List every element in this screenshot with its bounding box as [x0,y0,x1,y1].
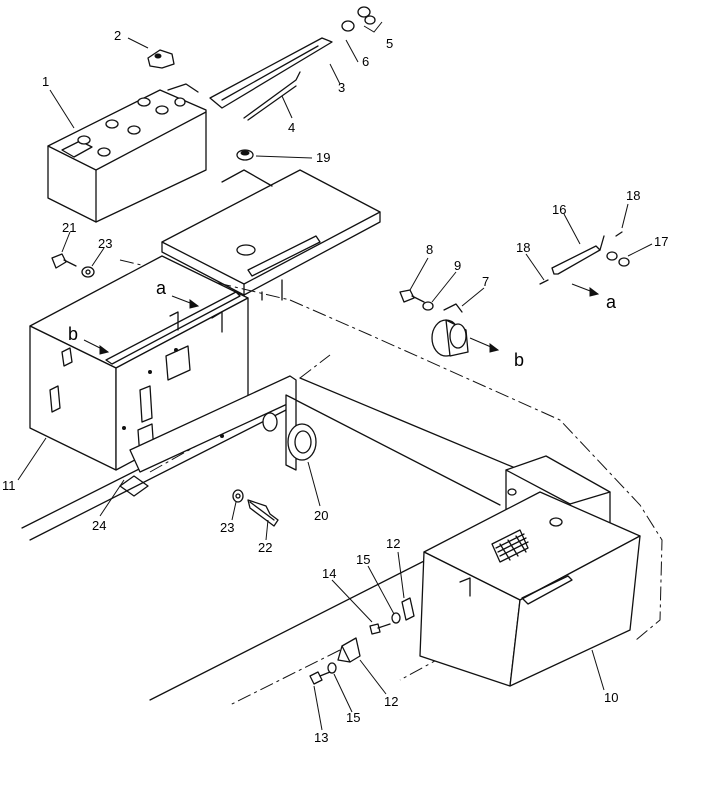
terminal-clamp [147,49,175,69]
battery-relay [431,303,469,357]
label-part-4: 4 [288,120,295,135]
label-part-12-lower: 12 [384,694,398,709]
hold-down-bar [209,37,333,109]
label-part-9: 9 [454,258,461,273]
bolt-22 [247,499,279,527]
grommet-20 [287,423,317,461]
label-part-13: 13 [314,730,328,745]
label-part-23-upper: 23 [98,236,112,251]
label-part-19: 19 [316,150,330,165]
washer-23-lower [232,489,244,503]
label-part-10: 10 [604,690,618,705]
label-part-14: 14 [322,566,336,581]
nut-washer-5-6 [341,6,383,33]
bracket-12-upper [401,597,415,621]
label-part-12-upper: 12 [386,536,400,551]
label-ref-a-left: a [156,278,167,298]
part-labels: 1 2 3 4 5 6 7 8 9 10 11 12 12 13 14 15 1… [2,28,668,745]
label-part-17: 17 [654,234,668,249]
label-part-23-lower: 23 [220,520,234,535]
bolt-14 [369,623,391,635]
hook-bolt [243,71,301,121]
label-part-21: 21 [62,220,76,235]
label-part-20: 20 [314,508,328,523]
reference-arrows [83,283,600,355]
label-part-8: 8 [426,242,433,257]
label-ref-a-right: a [606,292,617,312]
label-part-24: 24 [92,518,106,533]
label-ref-b-left: b [68,324,78,344]
nut-17 [606,251,630,267]
bolt-21 [51,253,77,269]
label-part-22: 22 [258,540,272,555]
battery-tray [161,169,381,301]
bolt-8 [399,289,425,303]
leader-lines [17,37,653,731]
tool-box [419,455,641,687]
label-ref-b-right: b [514,350,524,370]
washer-15-upper [391,612,401,624]
label-part-3: 3 [338,80,345,95]
washer-23-upper [81,266,95,278]
pin-18 [539,231,623,285]
rod-16 [551,235,605,275]
washer-9 [422,301,434,311]
label-part-5: 5 [386,36,393,51]
label-part-15-upper: 15 [356,552,370,567]
label-part-16: 16 [552,202,566,217]
bolt-13 [309,671,331,685]
label-part-15-lower: 15 [346,710,360,725]
washer-15-lower [327,662,337,674]
label-part-11: 11 [2,478,16,493]
bracket-12-lower [337,637,361,663]
battery [47,83,207,223]
label-part-6: 6 [362,54,369,69]
label-part-7: 7 [482,274,489,289]
label-part-1: 1 [42,74,49,89]
label-part-2: 2 [114,28,121,43]
grommet-19 [236,149,254,161]
label-part-18-right: 18 [626,188,640,203]
label-part-18-left: 18 [516,240,530,255]
